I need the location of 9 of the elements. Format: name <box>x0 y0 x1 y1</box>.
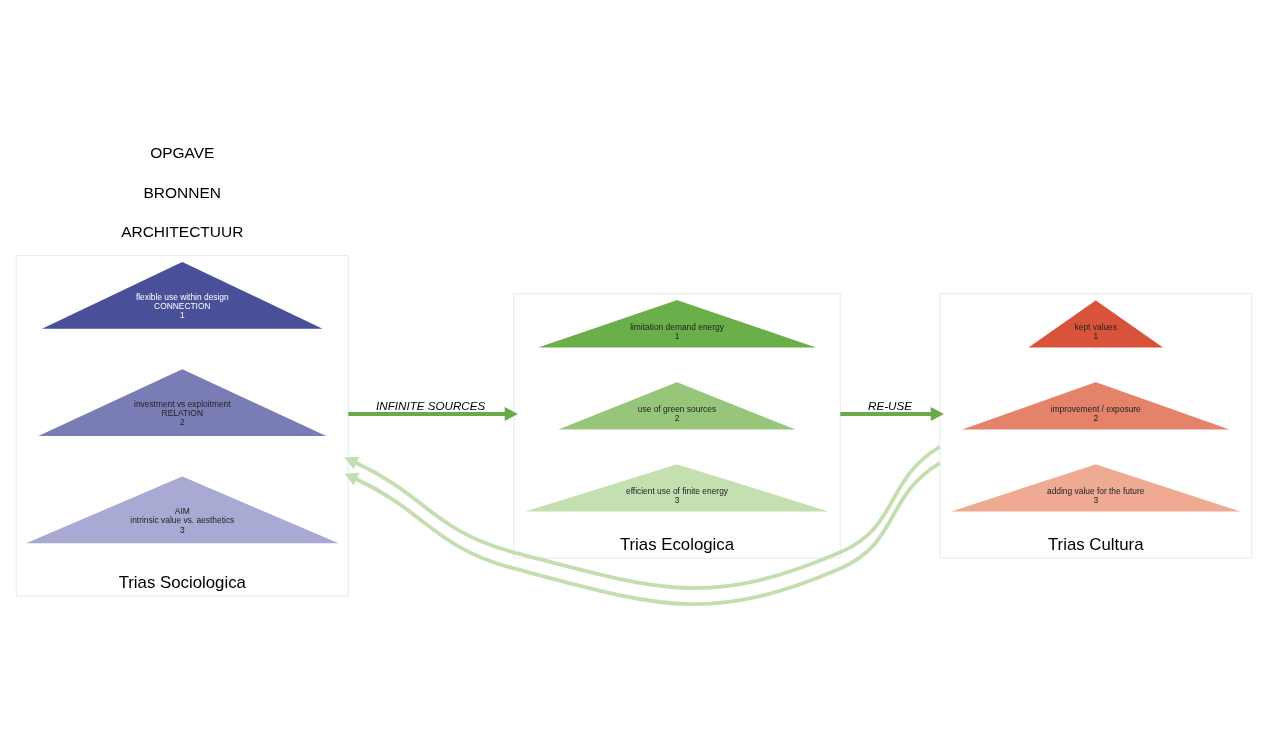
arrow <box>344 461 941 606</box>
arrow <box>840 406 944 421</box>
edge-label: INFINITE SOURCES <box>376 398 486 412</box>
arrow <box>348 406 518 421</box>
edge-label: RE-USE <box>868 398 913 412</box>
label: ARCHITECTUUR <box>121 222 244 240</box>
label: BRONNEN <box>143 183 222 201</box>
label: OPGAVE <box>150 143 215 161</box>
arrow <box>344 444 941 590</box>
